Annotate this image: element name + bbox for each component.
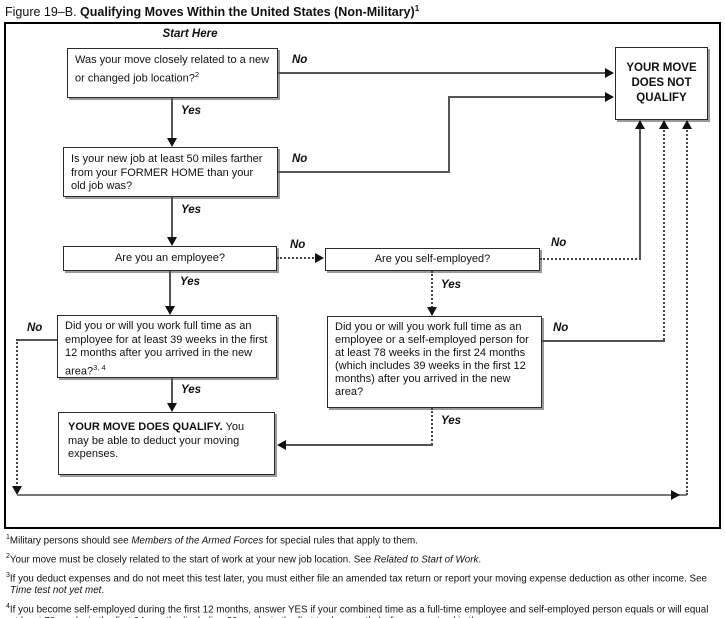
connector-q2-no-h1 — [278, 171, 450, 173]
arrowhead-q2-yes — [167, 237, 177, 246]
connector-q5-no-v — [16, 339, 18, 488]
connector-q2-no-h2 — [448, 96, 608, 98]
result-box-qualify-title: YOUR MOVE DOES QUALIFY. — [68, 421, 223, 433]
arrowhead-q4-yes — [427, 307, 437, 316]
footnote-1: 1Military persons should see Members of … — [5, 532, 719, 547]
connector-q4-no-v — [639, 127, 641, 260]
arrowhead-q2-no — [605, 92, 614, 102]
label-q3-no: No — [290, 239, 306, 251]
arrowhead-q1-no — [605, 68, 614, 78]
connector-q6-yes-h — [286, 444, 433, 446]
result-box-qualify: YOUR MOVE DOES QUALIFY. You may be able … — [58, 412, 275, 475]
label-q5-yes: Yes — [181, 384, 202, 396]
footnotes: 1Military persons should see Members of … — [5, 532, 719, 618]
label-q6-no: No — [553, 322, 569, 334]
arrowhead-q5-yes — [167, 403, 177, 412]
footnote-2: 2Your move must be closely related to th… — [5, 551, 719, 566]
connector-q5-no-h1 — [17, 339, 57, 341]
arrowhead-q6-yes — [277, 440, 286, 450]
footnote-3: 3If you deduct expenses and do not meet … — [5, 570, 719, 597]
arrowhead-q3-no — [315, 253, 324, 263]
decision-box-78-weeks-text: Did you or will you work full time as an… — [335, 321, 529, 398]
footnote-3-text: If you deduct expenses and do not meet t… — [9, 573, 707, 585]
footnote-3-italic: Time test not yet met — [10, 585, 102, 597]
label-q2-yes: Yes — [181, 204, 202, 216]
footnote-1-post: for special rules that apply to them. — [263, 535, 418, 547]
decision-box-39-weeks-superscript: 3, 4 — [93, 362, 106, 372]
arrowhead-q5-no-corner — [12, 486, 22, 495]
footnote-1-superscript: 1 — [6, 534, 10, 541]
connector-q2-no-v — [448, 96, 450, 173]
decision-box-50-miles: Is your new job at least 50 miles farthe… — [63, 147, 278, 197]
footnote-3-post: . — [101, 585, 105, 597]
footnote-4: 4If you become self-employed during the … — [5, 601, 719, 618]
label-q5-no: No — [27, 322, 43, 334]
decision-box-job-related-superscript: 2 — [194, 69, 200, 79]
connector-q1-no — [278, 72, 608, 74]
connector-q1-yes — [171, 98, 173, 139]
footnote-2-italic: Related to Start of Work — [373, 554, 479, 566]
connector-q3-no — [277, 257, 317, 259]
decision-box-78-weeks: Did you or will you work full time as an… — [327, 316, 542, 408]
result-box-not-qualify-text: YOUR MOVE DOES NOT QUALIFY — [626, 62, 697, 104]
label-q4-yes: Yes — [441, 279, 462, 291]
connector-q6-yes-v — [431, 408, 433, 445]
decision-box-self-employed: Are you self-employed? — [325, 248, 540, 271]
label-q1-yes: Yes — [181, 105, 202, 117]
footnote-2-superscript: 2 — [6, 553, 10, 561]
decision-box-39-weeks: Did you or will you work full time as an… — [57, 315, 277, 378]
figure-title: Figure 19–B. Qualifying Moves Within the… — [5, 4, 419, 19]
result-box-not-qualify: YOUR MOVE DOES NOT QUALIFY — [615, 47, 708, 120]
label-q2-no: No — [292, 153, 308, 165]
start-here-label: Start Here — [162, 28, 218, 40]
footnote-4-superscript: 4 — [6, 602, 10, 610]
decision-box-50-miles-text: Is your new job at least 50 miles farthe… — [71, 153, 263, 192]
connector-bottom-return — [17, 494, 687, 496]
chart-border — [4, 22, 721, 529]
footnote-2-post: . — [478, 554, 482, 566]
label-q4-no: No — [551, 237, 567, 249]
decision-box-job-related-text: Was your move closely related to a new o… — [75, 54, 270, 85]
figure-title-prefix: Figure 19–B. — [5, 5, 77, 20]
connector-q6-no-h — [542, 340, 665, 342]
decision-box-employee: Are you an employee? — [63, 246, 277, 271]
footnote-3-superscript: 3 — [6, 572, 10, 580]
decision-box-self-employed-text: Are you self-employed? — [374, 252, 491, 265]
connector-q6-no-v — [663, 127, 665, 340]
arrowhead-bottom-return — [671, 490, 680, 500]
arrowhead-q4-no — [635, 120, 645, 129]
connector-right-return-v — [686, 127, 688, 495]
connector-q3-yes — [169, 271, 171, 307]
label-q6-yes: Yes — [441, 415, 462, 427]
footnote-2-text: Your move must be closely related to the… — [9, 554, 374, 566]
label-q3-yes: Yes — [180, 276, 201, 288]
arrowhead-q3-yes — [165, 306, 175, 315]
result-box-qualify-text: You may be able to deduct your moving ex… — [68, 421, 245, 460]
connector-q2-yes — [171, 197, 173, 238]
footnote-1-italic: Members of the Armed Forces — [131, 535, 264, 547]
arrowhead-q6-no — [659, 120, 669, 129]
arrowhead-right-return — [682, 120, 692, 129]
footnote-4-text: If you become self-employed during the f… — [9, 604, 709, 618]
connector-q4-no-h — [540, 258, 641, 260]
arrowhead-q1-yes — [167, 138, 177, 147]
figure-title-main: Qualifying Moves Within the United State… — [76, 5, 415, 20]
label-q1-no: No — [292, 54, 308, 66]
figure-title-superscript: 1 — [414, 4, 420, 13]
connector-q5-yes — [171, 378, 173, 404]
footnote-1-text: Military persons should see — [9, 535, 132, 547]
decision-box-job-related: Was your move closely related to a new o… — [67, 48, 278, 98]
connector-q4-yes — [431, 271, 433, 308]
decision-box-39-weeks-text: Did you or will you work full time as an… — [65, 320, 268, 378]
decision-box-employee-text: Are you an employee? — [114, 251, 226, 264]
